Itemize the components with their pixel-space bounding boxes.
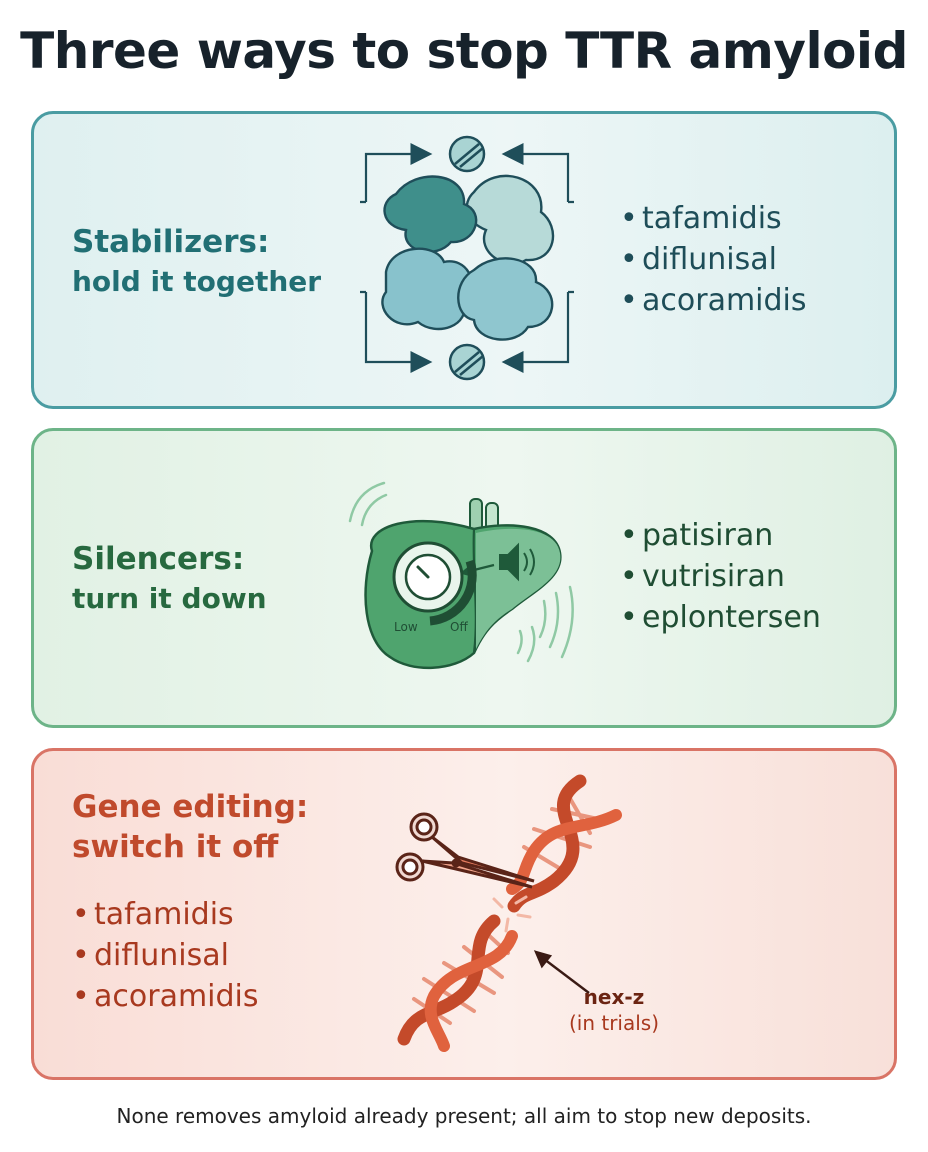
silencers-drug-list: patisiran vutrisiran eplontersen <box>620 515 821 638</box>
list-item: diflunisal <box>72 935 259 976</box>
stabilizers-subtitle: hold it together <box>72 265 322 298</box>
list-item: acoramidis <box>620 280 807 321</box>
stabilizers-heading: Stabilizers: hold it together <box>72 222 321 302</box>
stabilizers-panel: Stabilizers: hold it together <box>31 111 897 409</box>
ttr-tetramer-with-stabilizer-pills-icon <box>360 135 574 381</box>
stabilizers-title: Stabilizers: <box>72 224 270 260</box>
list-item: vutrisiran <box>620 556 821 597</box>
gene-editing-subtitle: switch it off <box>72 829 279 865</box>
footnote: None removes amyloid already present; al… <box>116 1104 812 1128</box>
scissors-cutting-dna-icon <box>395 774 622 1052</box>
silencers-heading: Silencers: turn it down <box>72 539 267 619</box>
list-item: patisiran <box>620 515 821 556</box>
page-title: Three ways to stop TTR amyloid <box>20 22 908 80</box>
nex-z-callout: nex-z (in trials) <box>529 984 699 1036</box>
list-item: eplontersen <box>620 597 821 638</box>
callout-name: nex-z <box>583 985 645 1009</box>
silencers-title: Silencers: <box>72 541 245 577</box>
silencers-panel: Silencers: turn it down <box>31 428 897 728</box>
list-item: tafamidis <box>72 894 259 935</box>
list-item: tafamidis <box>620 198 807 239</box>
list-item: diflunisal <box>620 239 807 280</box>
callout-note: (in trials) <box>568 1011 660 1035</box>
gene-editing-drug-list: tafamidis diflunisal acoramidis <box>72 894 259 1017</box>
gene-editing-title: Gene editing: <box>72 789 309 825</box>
dial-label-off: Off <box>450 620 468 634</box>
stabilizers-drug-list: tafamidis diflunisal acoramidis <box>620 198 807 321</box>
liver-volume-dial-icon: Low Off <box>348 481 574 669</box>
gene-editing-panel: Gene editing: switch it off tafamidis di… <box>31 748 897 1080</box>
silencers-subtitle: turn it down <box>72 582 267 615</box>
dial-label-low: Low <box>394 620 418 634</box>
list-item: acoramidis <box>72 976 259 1017</box>
gene-editing-heading: Gene editing: switch it off <box>72 787 308 867</box>
